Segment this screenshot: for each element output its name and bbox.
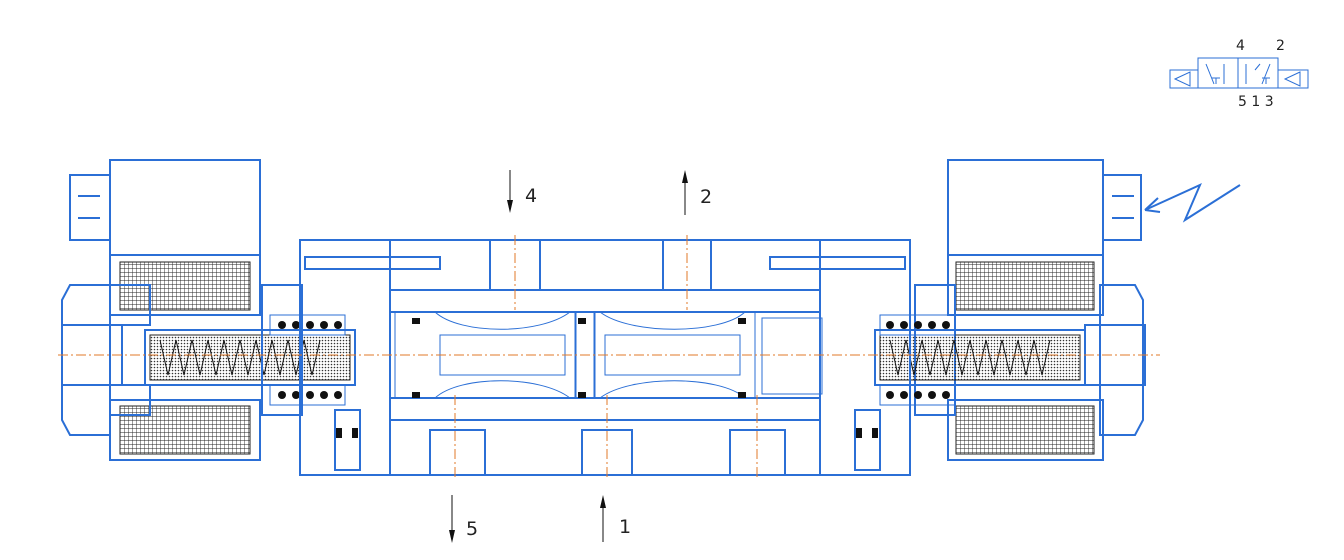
valve-symbol: 4 2 5 1 3 xyxy=(1169,38,1309,110)
symbol-port-2-label: 2 xyxy=(1276,38,1285,54)
right-coil-winding-bottom xyxy=(955,405,1095,455)
port-5-passage xyxy=(429,429,486,476)
left-solenoid xyxy=(61,159,356,461)
port-5-indicator: 5 xyxy=(449,495,478,543)
left-spring xyxy=(159,339,321,376)
left-screw xyxy=(304,256,441,270)
port-5-label: 5 xyxy=(466,518,478,540)
left-coil-winding-bottom xyxy=(119,405,251,455)
symbol-port-4-label: 4 xyxy=(1236,38,1245,54)
port-4-label: 4 xyxy=(525,185,537,207)
right-solenoid xyxy=(874,159,1241,461)
centerlines xyxy=(58,235,1160,478)
port-2-passage xyxy=(662,239,712,291)
port-2-indicator: 2 xyxy=(682,170,712,215)
port-1-label: 1 xyxy=(619,516,631,538)
electrical-signal-symbol xyxy=(1144,183,1241,223)
port-1-indicator: 1 xyxy=(600,495,631,542)
port-4-indicator: 4 xyxy=(507,170,537,213)
right-spring xyxy=(889,339,1051,376)
valve-body xyxy=(299,239,911,476)
left-coil-housing-top xyxy=(109,159,261,256)
symbol-right-solenoid xyxy=(1277,69,1309,89)
spool xyxy=(394,311,823,399)
right-connector xyxy=(1102,174,1142,241)
right-screw xyxy=(769,256,906,270)
left-connector xyxy=(69,174,111,241)
port-2-label: 2 xyxy=(700,186,712,208)
right-coil-winding-top xyxy=(955,261,1095,311)
symbol-bottom-ports-label: 5 1 3 xyxy=(1238,94,1274,110)
port-4-passage xyxy=(489,239,541,291)
right-coil-housing-top xyxy=(947,159,1104,256)
